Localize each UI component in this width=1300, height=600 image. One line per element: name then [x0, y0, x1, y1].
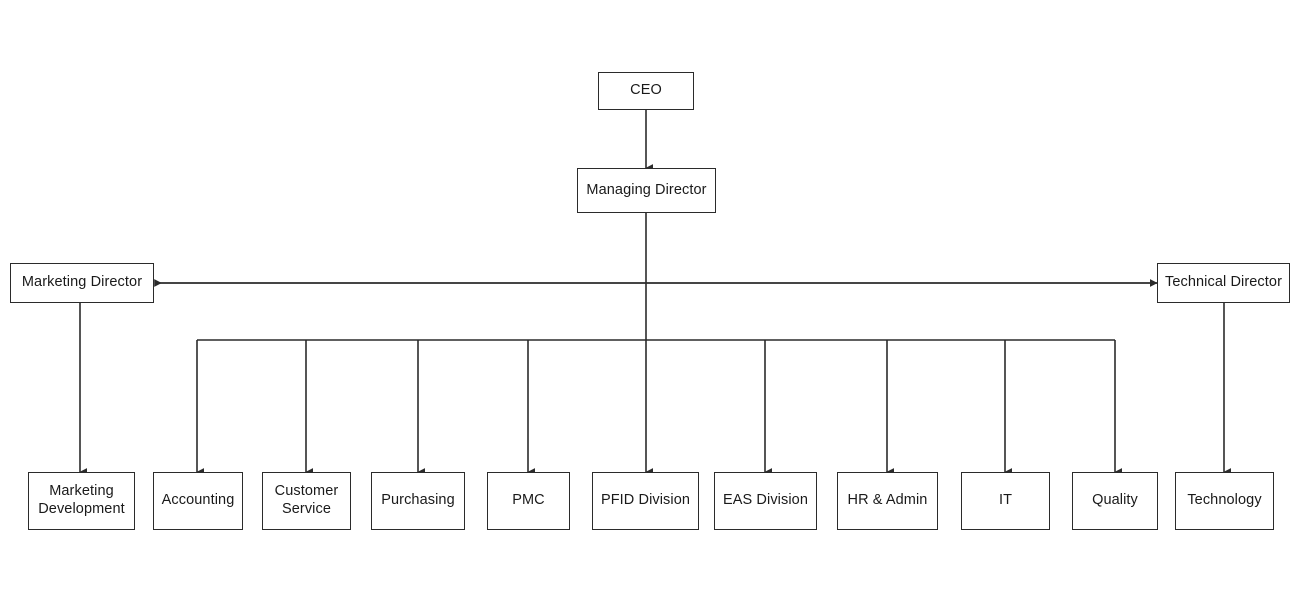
node-eas-division[interactable]: EAS Division: [714, 472, 817, 530]
node-managing-director[interactable]: Managing Director: [577, 168, 716, 213]
node-ceo[interactable]: CEO: [598, 72, 694, 110]
node-purchasing[interactable]: Purchasing: [371, 472, 465, 530]
node-pmc[interactable]: PMC: [487, 472, 570, 530]
node-it[interactable]: IT: [961, 472, 1050, 530]
node-quality[interactable]: Quality: [1072, 472, 1158, 530]
node-pfid-division[interactable]: PFID Division: [592, 472, 699, 530]
node-customer-service[interactable]: Customer Service: [262, 472, 351, 530]
node-accounting[interactable]: Accounting: [153, 472, 243, 530]
node-technical-director[interactable]: Technical Director: [1157, 263, 1290, 303]
node-technology[interactable]: Technology: [1175, 472, 1274, 530]
node-hr-admin[interactable]: HR & Admin: [837, 472, 938, 530]
node-marketing-development[interactable]: Marketing Development: [28, 472, 135, 530]
node-marketing-director[interactable]: Marketing Director: [10, 263, 154, 303]
